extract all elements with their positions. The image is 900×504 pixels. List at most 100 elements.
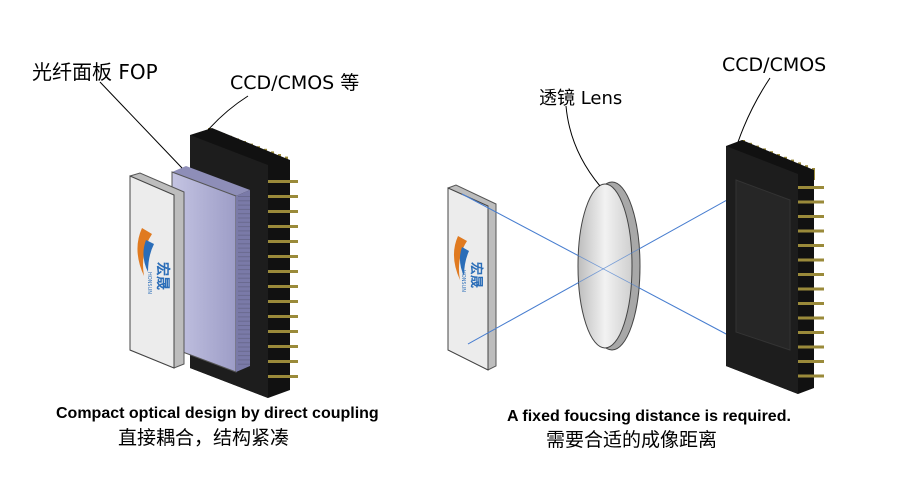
fop-stripe (238, 230, 250, 232)
fop-stripe (238, 359, 250, 361)
sensor-pin (798, 302, 824, 305)
sensor-pin (268, 300, 298, 303)
left-sensor-leader-line (207, 95, 249, 131)
fop-plate-top (172, 166, 250, 196)
fop-stripe (238, 350, 250, 352)
fop-stripe (238, 269, 250, 271)
fop-stripe (238, 217, 250, 219)
fop-stripe (238, 226, 250, 228)
left-logo-swoosh (137, 228, 152, 276)
fop-stripe (238, 239, 250, 240)
sensor-pin (798, 273, 824, 276)
fop-stripe (238, 260, 250, 262)
left-object-plate (129, 172, 185, 369)
fop-fiber-stripes (238, 196, 250, 365)
right-sensor-die (735, 179, 791, 351)
fop-stripe (238, 256, 250, 258)
sensor-pin (798, 287, 824, 291)
fop-stripe (238, 196, 250, 197)
fop-stripe (238, 325, 250, 326)
sensor-pin (798, 316, 824, 320)
sensor-pin (798, 374, 824, 378)
right-logo-subtext: HONSUN (460, 270, 466, 292)
fop-label: 光纤面板 FOP (32, 60, 158, 84)
fop-leader-line (99, 81, 183, 169)
fop-stripe (238, 221, 250, 223)
lens-label: 透镜 Lens (539, 88, 623, 109)
fop-stripe (238, 346, 250, 348)
fop-stripe (238, 277, 250, 279)
fop-plate (171, 166, 250, 373)
right-logo: 宏晟 HONSUN (453, 236, 484, 292)
fop-stripe (238, 200, 250, 202)
fop-stripe (238, 320, 250, 322)
left-logo-text: 宏晟 (154, 262, 171, 290)
fop-stripe (238, 329, 250, 331)
fop-stripe (238, 286, 250, 288)
right-sensor-label: CCD/CMOS (722, 54, 827, 76)
fop-stripe (238, 294, 250, 296)
sensor-pin (268, 240, 298, 243)
right-caption-cn: 需要合适的成像距离 (546, 429, 718, 451)
fop-stripe (238, 264, 250, 266)
sensor-pin (798, 244, 824, 247)
sensor-pin (798, 229, 824, 233)
sensor-pin (798, 200, 824, 204)
left-caption-en: Compact optical design by direct couplin… (56, 405, 379, 422)
fop-stripe (238, 282, 250, 283)
left-logo-subtext: HONSUN (146, 272, 152, 294)
right-sensor-leader-line (737, 77, 771, 143)
fop-stripe (238, 337, 250, 339)
sensor-pin (798, 215, 824, 218)
sensor-pin (268, 270, 298, 273)
sensor-pin (268, 180, 298, 183)
lens-leader-line (565, 105, 601, 187)
fop-stripe (238, 299, 250, 301)
sensor-pin (798, 331, 824, 334)
sensor-pin (798, 360, 824, 363)
fop-stripe (238, 204, 250, 206)
fop-stripe (238, 355, 250, 357)
sensor-pin (268, 360, 298, 363)
right-logo-text: 宏晟 (468, 262, 484, 288)
sensor-pin (268, 195, 298, 198)
fop-stripe (238, 342, 250, 344)
sensor-pin (268, 345, 298, 348)
fop-plate-side (236, 190, 250, 372)
fop-stripe (238, 307, 250, 309)
fop-stripe (238, 208, 250, 210)
fop-stripe (238, 290, 250, 292)
sensor-pin (268, 285, 298, 288)
fop-stripe (238, 251, 250, 253)
left-logo: 宏晟 HONSUN (137, 228, 171, 294)
lens (577, 181, 641, 351)
right-sensor-side-pins (798, 186, 824, 378)
fop-stripe (238, 312, 250, 314)
sensor-pin (268, 255, 298, 258)
sensor-pin (268, 315, 298, 318)
right-object-plate (447, 184, 497, 371)
fop-stripe (238, 243, 250, 245)
right-sensor (726, 140, 824, 394)
fop-stripe (238, 363, 250, 365)
sensor-pin (798, 345, 824, 349)
fop-stripe (238, 273, 250, 275)
sensor-pin (268, 375, 298, 378)
left-caption-cn: 直接耦合，结构紧凑 (118, 427, 290, 449)
left-sensor-side-pins (268, 180, 298, 378)
left-sensor-label: CCD/CMOS 等 (230, 72, 360, 94)
fop-stripe (238, 333, 250, 335)
sensor-pin (268, 210, 298, 213)
sensor-pin (798, 258, 824, 262)
sensor-pin (268, 225, 298, 228)
right-caption-en: A fixed foucsing distance is required. (507, 408, 791, 425)
sensor-pin (798, 186, 824, 189)
lens-face (577, 183, 633, 349)
fop-stripe (238, 234, 250, 236)
fop-stripe (238, 247, 250, 249)
fop-stripe (238, 316, 250, 318)
fop-stripe (238, 213, 250, 215)
sensor-pin (268, 330, 298, 333)
